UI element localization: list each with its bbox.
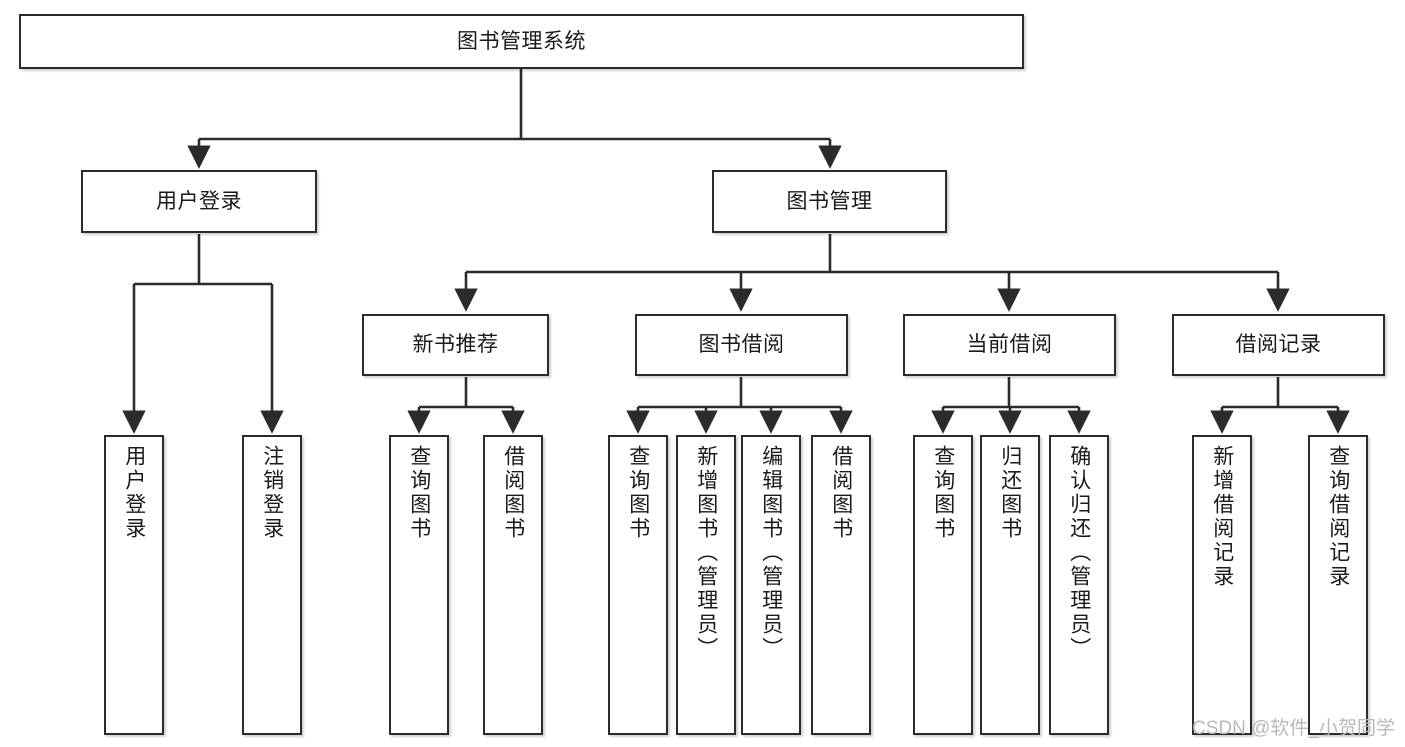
node-label: 确认归还（管理员）	[1067, 445, 1091, 661]
node-label: 当前借阅	[966, 333, 1053, 357]
node-label: 查询借阅记录	[1326, 445, 1350, 589]
node-label: 图书管理系统	[457, 29, 586, 53]
node-leaf-borrow-book-1[interactable]: 借阅图书	[483, 435, 543, 735]
node-label: 借阅图书	[829, 445, 853, 541]
node-leaf-edit-book[interactable]: 编辑图书（管理员）	[741, 435, 801, 735]
node-leaf-add-book[interactable]: 新增图书（管理员）	[676, 435, 736, 735]
node-leaf-borrow-book-2[interactable]: 借阅图书	[811, 435, 871, 735]
node-label: 用户登录	[156, 189, 242, 213]
node-book-borrow[interactable]: 图书借阅	[635, 314, 848, 376]
node-current-borrow[interactable]: 当前借阅	[903, 314, 1116, 376]
node-book-management[interactable]: 图书管理	[712, 170, 947, 233]
node-leaf-user-login[interactable]: 用户登录	[104, 435, 164, 735]
node-leaf-query-book-2[interactable]: 查询图书	[608, 435, 668, 735]
node-label: 图书借阅	[698, 333, 785, 357]
node-leaf-return-book[interactable]: 归还图书	[980, 435, 1040, 735]
node-label: 新增图书（管理员）	[694, 445, 718, 661]
node-label: 查询图书	[626, 445, 650, 541]
node-leaf-query-book-1[interactable]: 查询图书	[389, 435, 449, 735]
node-label: 查询图书	[407, 445, 431, 541]
node-label: 新增借阅记录	[1210, 445, 1234, 589]
node-label: 注销登录	[260, 445, 284, 541]
node-label: 编辑图书（管理员）	[759, 445, 783, 661]
node-book-management-system[interactable]: 图书管理系统	[19, 14, 1024, 69]
node-label: 新书推荐	[412, 333, 499, 357]
node-label: 用户登录	[122, 445, 146, 541]
node-label: 借阅记录	[1235, 333, 1322, 357]
node-leaf-query-book-3[interactable]: 查询图书	[913, 435, 973, 735]
node-leaf-confirm-return[interactable]: 确认归还（管理员）	[1049, 435, 1109, 735]
node-user-login[interactable]: 用户登录	[81, 170, 317, 233]
node-label: 归还图书	[998, 445, 1022, 541]
node-borrow-record[interactable]: 借阅记录	[1172, 314, 1385, 376]
node-label: 查询图书	[931, 445, 955, 541]
node-label: 图书管理	[786, 189, 873, 213]
node-label: 借阅图书	[501, 445, 525, 541]
node-leaf-add-record[interactable]: 新增借阅记录	[1192, 435, 1252, 735]
node-leaf-logout-login[interactable]: 注销登录	[242, 435, 302, 735]
node-leaf-query-record[interactable]: 查询借阅记录	[1308, 435, 1368, 735]
node-new-book-recommend[interactable]: 新书推荐	[362, 314, 549, 376]
